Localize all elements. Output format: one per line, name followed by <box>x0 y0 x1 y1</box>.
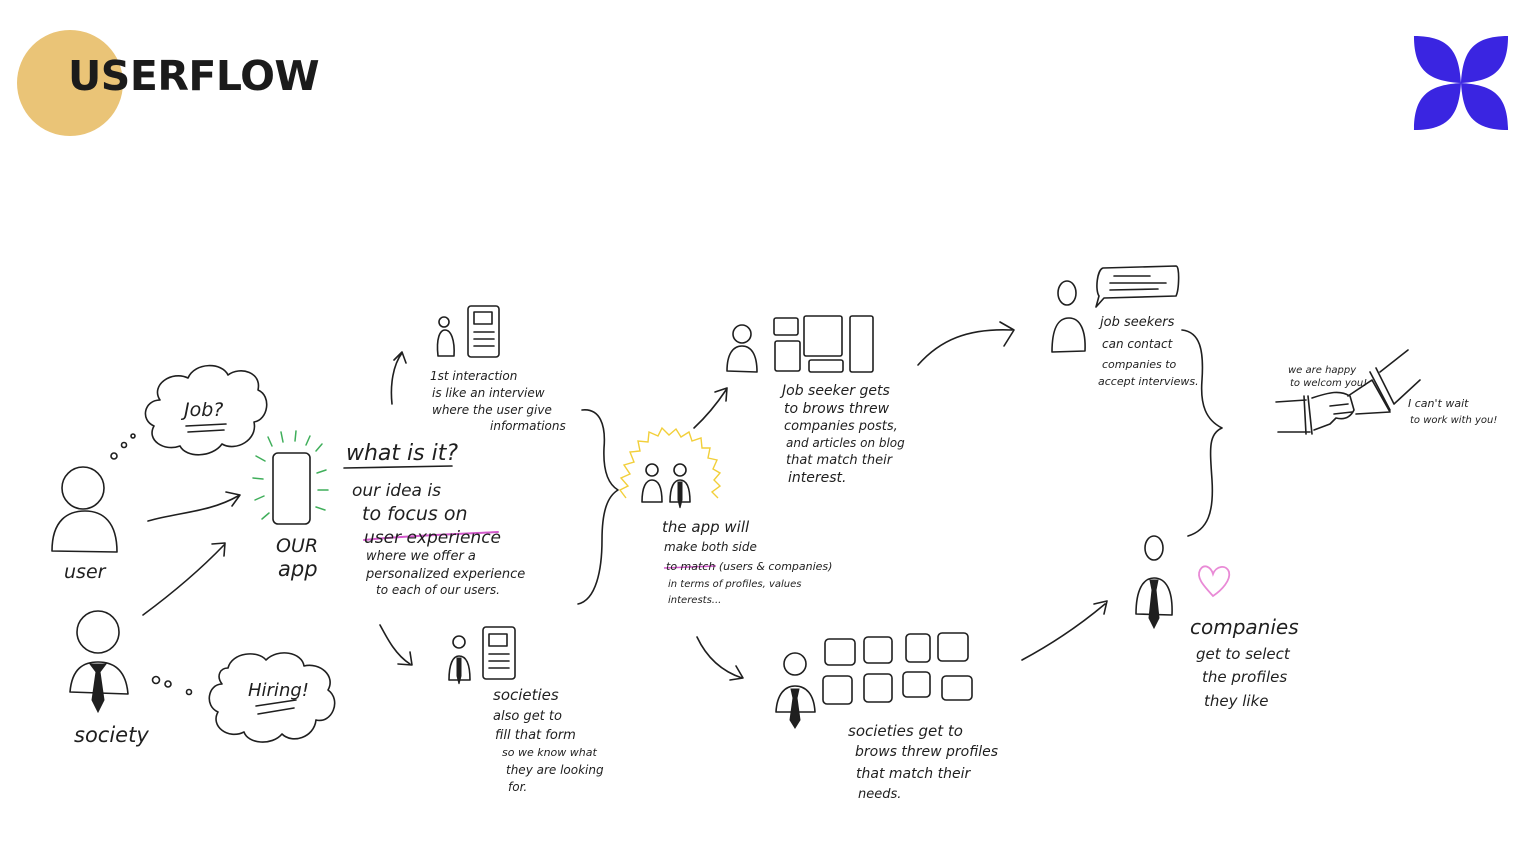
contact-line-3: companies to <box>1102 358 1177 371</box>
four-petal-logo-icon <box>1413 35 1509 131</box>
companies-select-line-2: get to select <box>1196 645 1291 663</box>
job-seeker-browse-line-1: Job seeker gets <box>779 383 890 399</box>
thought-dots-society <box>151 675 193 696</box>
app-label-line1: OUR <box>276 535 318 557</box>
match-line-4: in terms of profiles, values <box>668 579 802 590</box>
companies-select-line-4: they like <box>1204 692 1269 710</box>
app-label-line2: app <box>278 557 318 581</box>
societies-form-line-2: also get to <box>493 709 562 724</box>
companies-select-line-3: the profiles <box>1202 668 1287 686</box>
job-seeker-browse-line-6: interest. <box>788 470 846 486</box>
first-interaction-line-3: where the user give <box>432 403 552 417</box>
arrow-to-first-interaction <box>390 351 407 405</box>
arrow-to-contact <box>917 321 1015 366</box>
societies-form-line-6: for. <box>508 780 527 794</box>
match-line-3: to match (users & companies) <box>666 560 832 573</box>
first-interaction-line-4: informations <box>490 419 566 433</box>
companies-select-line-1: companies <box>1190 615 1299 639</box>
job-seeker-browse-line-2: to brows threw <box>784 401 890 417</box>
contact-person-icon <box>1051 280 1086 353</box>
contact-line-1: job seekers <box>1098 315 1175 330</box>
page-title: USERFLOW <box>68 52 320 100</box>
societies-form-line-3: fill that form <box>495 728 576 743</box>
society-label: society <box>74 723 149 747</box>
societies-browse-line-2: brows threw profiles <box>855 744 998 760</box>
society-form-person-icon <box>448 635 471 685</box>
match-line-1: the app will <box>662 518 750 536</box>
match-line-5: interests... <box>668 595 721 606</box>
first-interaction-line-2: is like an interview <box>432 386 545 400</box>
arrow-to-companies <box>1021 600 1108 661</box>
arrow-to-societies-form <box>379 624 413 666</box>
societies-browse-line-4: needs. <box>858 787 901 802</box>
societies-form-line-1: societies <box>493 686 559 704</box>
job-seeker-icon <box>726 324 758 373</box>
user-figure <box>51 466 118 553</box>
job-thought-cloud <box>144 364 268 456</box>
profiles-grid-icon <box>822 632 973 705</box>
societies-form-line-5: they are looking <box>506 763 604 777</box>
to-match-highlight <box>663 565 717 569</box>
company-person-icon <box>1135 535 1173 630</box>
match-user-icon <box>641 463 663 503</box>
society-figure <box>69 610 129 714</box>
user-label: user <box>64 561 107 583</box>
chat-bubble-icon <box>1095 265 1180 308</box>
handshake-left-quote-line-2: to welcom you! <box>1290 378 1367 389</box>
arrow-match-to-job-seeker <box>693 387 728 429</box>
what-is-it-line-3: user experience <box>364 528 501 548</box>
job-seeker-browse-line-3: companies posts, <box>784 419 898 434</box>
job-seeker-browse-line-5: that match their <box>786 453 894 468</box>
user-experience-highlight <box>363 531 499 541</box>
hiring-bubble-text: Hiring! <box>248 680 309 701</box>
job-seeker-browse-line-4: and articles on blog <box>786 436 905 450</box>
match-line-2: make both side <box>664 540 757 554</box>
phone-glow <box>252 430 329 520</box>
form-document-icon <box>467 305 500 358</box>
contact-line-4: accept interviews. <box>1098 375 1199 388</box>
company-posts-grid-icon <box>773 315 874 373</box>
phone-icon <box>272 452 311 525</box>
societies-browse-line-1: societies get to <box>848 722 963 740</box>
society-form-document-icon <box>482 626 516 680</box>
first-interaction-line-1: 1st interaction <box>430 369 517 383</box>
arrow-match-to-societies <box>696 636 744 681</box>
what-is-it-line-4: where we offer a <box>366 549 476 564</box>
what-is-it-line-1: our idea is <box>352 481 441 501</box>
arrow-user-to-app <box>147 491 241 522</box>
handshake-left-quote-line-1: we are happy <box>1288 365 1357 376</box>
thought-dots-user <box>110 433 136 460</box>
interview-person-icon <box>436 316 455 357</box>
match-glow <box>618 426 722 499</box>
match-company-icon <box>669 463 691 509</box>
societies-browse-icon <box>775 652 816 729</box>
handshake-right-quote-line-2: to work with you! <box>1410 415 1497 426</box>
what-is-it-line-5: personalized experience <box>365 567 525 582</box>
handshake-icon <box>1275 349 1421 435</box>
contact-line-2: can contact <box>1102 337 1174 351</box>
societies-form-line-4: so we know what <box>502 746 597 759</box>
hiring-thought-cloud <box>208 652 336 743</box>
handshake-right-quote-line-1: I can't wait <box>1408 397 1469 410</box>
societies-browse-line-3: that match their <box>856 766 971 782</box>
heart-icon <box>1198 565 1231 598</box>
brace-to-handshake <box>1181 329 1223 537</box>
brace-to-match <box>577 409 619 605</box>
header-accent-circle <box>17 30 123 136</box>
what-is-it-line-2: to focus on <box>362 503 468 525</box>
job-bubble-text: Job? <box>180 399 223 421</box>
arrow-society-to-app <box>142 542 226 616</box>
what-is-it-line-6: to each of our users. <box>376 583 500 597</box>
what-is-it-title: what is it? <box>346 441 458 466</box>
